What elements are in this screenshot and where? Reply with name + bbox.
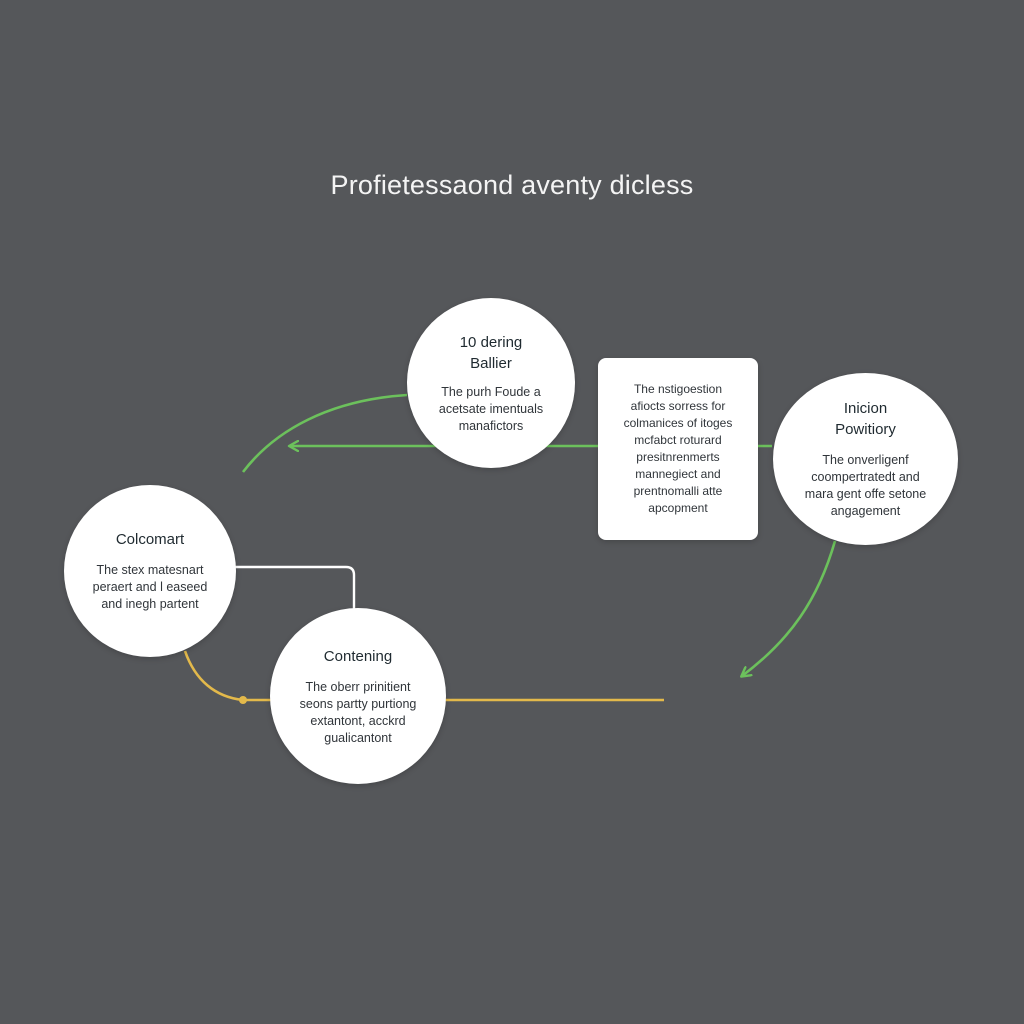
node-rect-body: The nstigoestion afiocts sorress for col… — [623, 382, 733, 515]
node-powitiory-title: Inicion Powitiory — [835, 400, 896, 438]
diagram-title: Profietessaond aventy dicless — [330, 170, 694, 200]
arc-ballier-to-colcomart — [241, 393, 408, 473]
node-powitiory[interactable]: Inicion Powitiory The onverligenf coompe… — [773, 373, 958, 545]
node-contening[interactable]: Contening The oberr prinitient seons par… — [270, 608, 446, 784]
node-ballier-body: The purh Foude a acetsate imentuals mana… — [438, 384, 544, 433]
node-colcomart[interactable]: Colcomart The stex matesnart peraert and… — [64, 485, 236, 657]
node-contening-title: Contening — [323, 647, 393, 665]
node-ballier[interactable]: 10 dering Ballier The purh Foude a acets… — [407, 298, 575, 468]
node-powitiory-body: The onverligenf coompertratedt and mara … — [804, 453, 927, 518]
connector-colcomart-to-contening — [230, 565, 356, 610]
node-ballier-title: 10 dering Ballier — [459, 333, 523, 372]
arrow-powitiory-down — [742, 540, 837, 676]
node-rect-description[interactable]: The nstigoestion afiocts sorress for col… — [598, 358, 758, 540]
connector-yellow-dot — [239, 696, 247, 704]
node-colcomart-body: The stex matesnart peraert and l easeed … — [92, 563, 208, 611]
node-contening-body: The oberr prinitient seons partty purtio… — [299, 679, 417, 745]
node-colcomart-title: Colcomart — [115, 531, 185, 548]
